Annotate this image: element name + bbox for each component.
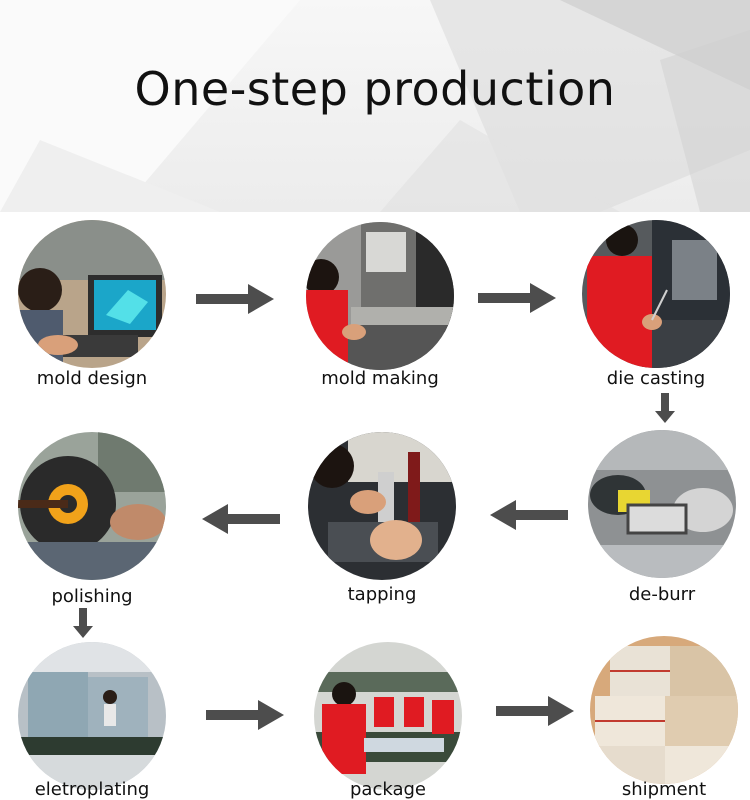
arrow-down-icon — [655, 393, 675, 427]
arrow-right-icon — [496, 696, 574, 730]
eletroplating-photo — [18, 642, 166, 790]
step-label-package: package — [350, 779, 426, 800]
mold-design-photo — [18, 220, 166, 368]
arrow-left-icon — [202, 504, 280, 538]
polishing-photo — [18, 432, 166, 580]
die-casting-photo — [582, 220, 730, 368]
arrow-right-icon — [196, 284, 274, 318]
arrow-down-icon — [73, 608, 93, 642]
header-banner: One-step production — [0, 0, 750, 212]
package-photo — [314, 642, 462, 790]
shipment-photo — [590, 636, 738, 784]
step-label-polishing: polishing — [51, 586, 133, 607]
step-label-tapping: tapping — [347, 584, 417, 605]
tapping-photo — [308, 432, 456, 580]
arrow-right-icon — [206, 700, 284, 734]
arrow-right-icon — [478, 283, 556, 317]
page-title: One-step production — [134, 62, 616, 116]
mold-making-photo — [306, 222, 454, 370]
step-label-mold-making: mold making — [321, 368, 439, 389]
de-burr-photo — [588, 430, 736, 578]
step-label-eletroplating: eletroplating — [34, 779, 150, 800]
arrow-left-icon — [490, 500, 568, 534]
header-polygon-background — [0, 0, 750, 212]
step-label-mold-design: mold design — [36, 368, 148, 389]
step-label-de-burr: de-burr — [628, 584, 696, 605]
step-label-die-casting: die casting — [606, 368, 706, 389]
step-label-shipment: shipment — [621, 779, 707, 800]
